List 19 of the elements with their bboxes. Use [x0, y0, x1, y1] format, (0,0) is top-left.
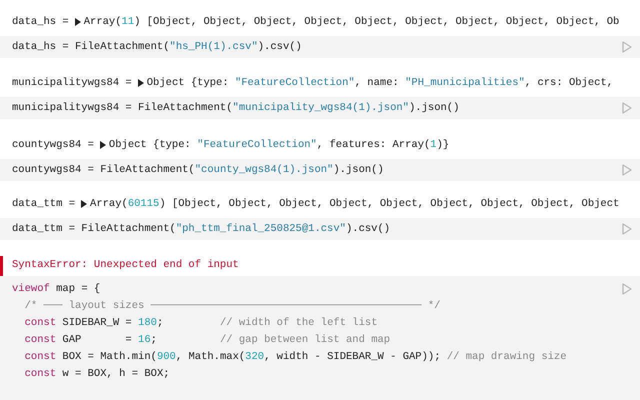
code-line: municipalitywgs84 = FileAttachment("municipality_wgs84(1).json").json(): [12, 101, 460, 115]
code-line: const SIDEBAR_W = 180; // width of the left list: [24, 316, 378, 330]
code-line: countywgs84 = FileAttachment("county_wgs84(1).json").json(): [12, 163, 384, 177]
output-variable-name: data_hs =: [12, 15, 69, 29]
output-value: Array(11) [Object, Object, Object, Object, Object, Object, Object, Object, Object, Ob: [84, 15, 620, 29]
code-line: viewof map = {: [12, 282, 100, 296]
output-value: Array(60115) [Object, Object, Object, Object, Object, Object, Object, Object, Object: [90, 197, 620, 211]
output-variable-name: municipalitywgs84 =: [12, 76, 132, 90]
output-value: Object {type: "FeatureCollection", name: "PH_municipalities", crs: Object,: [146, 76, 614, 90]
output-value: Object {type: "FeatureCollection", features: Array(1)}: [108, 138, 450, 152]
error-message: SyntaxError: Unexpected end of input: [12, 258, 239, 272]
code-line: data_ttm = FileAttachment("ph_ttm_final_250825@1.csv").csv(): [12, 222, 390, 236]
output-variable-name: countywgs84 =: [12, 138, 94, 152]
code-line: /* ─── layout sizes ─────────────────────────────────────────── */: [24, 299, 440, 313]
code-line: data_hs = FileAttachment("hs_PH(1).csv").csv(): [12, 40, 302, 54]
code-line: const w = BOX, h = BOX;: [24, 367, 170, 381]
code-line: const BOX = Math.min(900, Math.max(320, width - SIDEBAR_W - GAP)); // map drawing size: [24, 350, 567, 364]
code-line: const GAP = 16; // gap between list and map: [24, 333, 390, 347]
output-variable-name: data_ttm =: [12, 197, 76, 211]
